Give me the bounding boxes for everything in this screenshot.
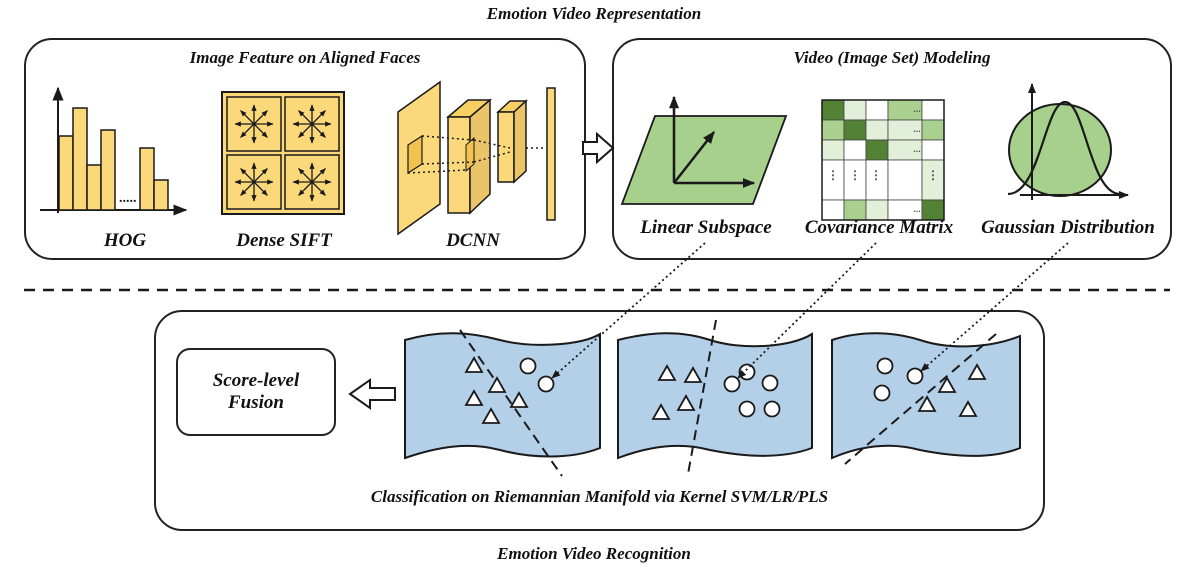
circle-marker — [763, 400, 781, 418]
modeling-panel-title: Video (Image Set) Modeling — [793, 48, 991, 67]
matrix-vdots: ⋮ — [927, 168, 939, 182]
matrix-vdots: ⋮ — [827, 168, 839, 182]
hog-bar — [86, 164, 102, 211]
triangle-marker — [487, 376, 507, 393]
circle-marker — [761, 374, 779, 392]
fusion-label-line1: Score-level — [212, 370, 300, 391]
triangle-marker — [967, 363, 987, 380]
gaussian-distribution-label: Gaussian Distribution — [981, 217, 1155, 238]
hog-label: HOG — [103, 230, 147, 251]
covariance-matrix-graphic: ... ... ... ... ⋮ ⋮ ⋮ ⋮ — [821, 99, 945, 221]
hog-bar — [100, 129, 116, 211]
flow-arrow-right — [582, 131, 615, 165]
circle-marker — [537, 375, 555, 393]
top-title: Emotion Video Representation — [486, 4, 702, 23]
linear-subspace-label: Linear Subspace — [640, 217, 772, 238]
hog-bar — [72, 107, 88, 211]
hog-ellipsis: ..... — [119, 191, 137, 206]
manifold-1 — [404, 329, 601, 477]
covariance-matrix-label: Covariance Matrix — [804, 217, 954, 238]
circle-marker — [738, 363, 756, 381]
fusion-label: Score-level Fusion — [176, 370, 336, 414]
matrix-vdots: ⋮ — [870, 168, 882, 182]
class-markers — [464, 356, 987, 424]
circle-marker — [876, 357, 894, 375]
matrix-ellipsis: ... — [913, 144, 921, 154]
triangle-marker — [464, 389, 484, 406]
circle-marker — [519, 357, 537, 375]
triangle-marker — [657, 364, 677, 381]
matrix-ellipsis: ... — [913, 104, 921, 114]
triangle-marker — [937, 376, 957, 393]
matrix-ellipsis: ... — [913, 124, 921, 134]
triangle-marker — [958, 400, 978, 417]
hog-histogram: ..... — [40, 86, 188, 216]
dcnn-label: DCNN — [446, 230, 500, 251]
fusion-label-line2: Fusion — [228, 392, 284, 413]
circle-marker — [906, 367, 924, 385]
circle-marker — [723, 375, 741, 393]
matrix-vdots: ⋮ — [849, 168, 861, 182]
flow-arrow-left — [348, 378, 396, 410]
sift-arrows — [234, 104, 332, 202]
feature-panel-title: Image Feature on Aligned Faces — [189, 48, 421, 67]
circle-marker — [873, 384, 891, 402]
triangle-marker — [651, 403, 671, 420]
dense-sift-label: Dense SIFT — [236, 230, 332, 251]
triangle-marker — [683, 366, 703, 383]
classification-caption: Classification on Riemannian Manifold vi… — [370, 487, 829, 506]
triangle-marker — [464, 356, 484, 373]
triangle-marker — [509, 391, 529, 408]
manifold-2 — [617, 319, 813, 475]
connector-lines — [551, 242, 1069, 379]
fusion-box — [176, 348, 336, 436]
triangle-marker — [676, 394, 696, 411]
circle-marker — [738, 400, 756, 418]
triangle-marker — [481, 407, 501, 424]
hog-bar — [139, 147, 155, 211]
dcnn-graphic — [397, 80, 556, 236]
dense-sift-grid — [221, 91, 345, 215]
bottom-title: Emotion Video Recognition — [497, 544, 691, 563]
gaussian-graphic — [1007, 83, 1129, 200]
hog-bar — [58, 135, 74, 211]
triangle-marker — [917, 395, 937, 412]
matrix-ellipsis: ... — [913, 204, 921, 214]
hog-bar — [153, 179, 169, 211]
linear-subspace-graphic — [620, 95, 788, 205]
